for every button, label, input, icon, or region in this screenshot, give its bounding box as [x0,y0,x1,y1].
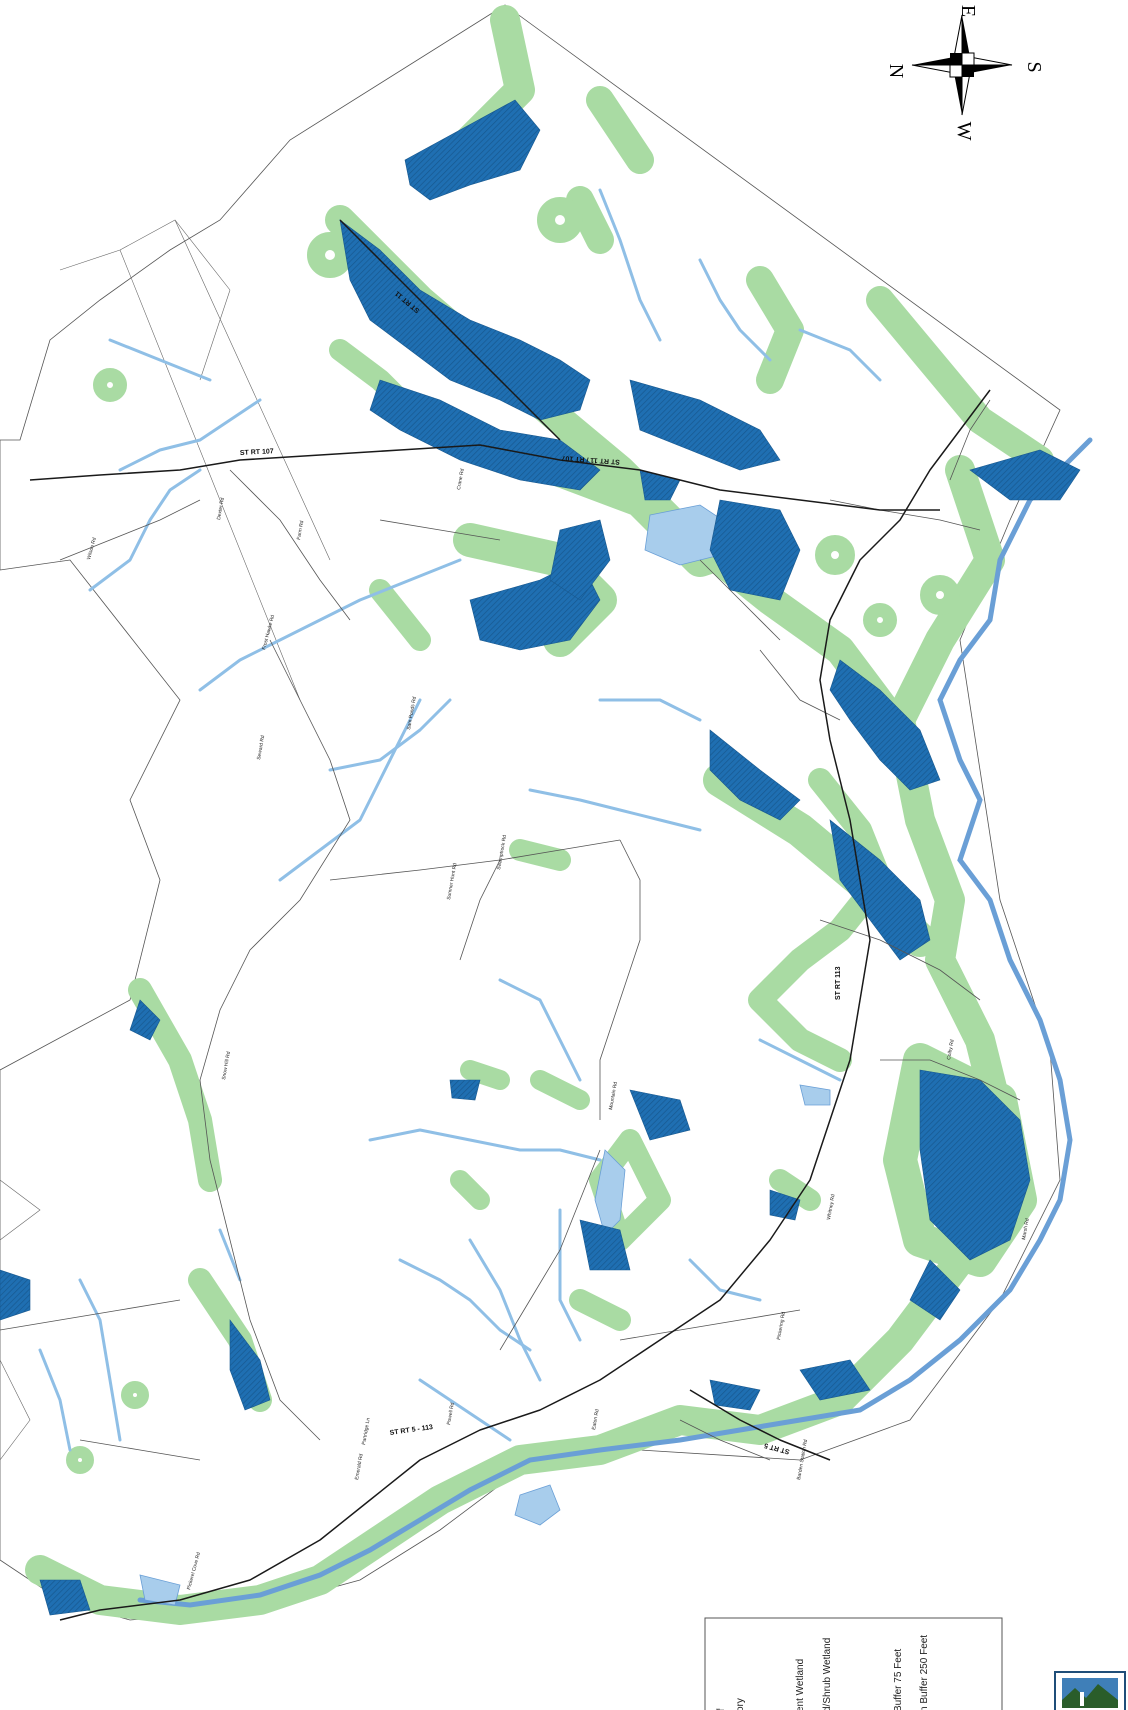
open-water [139,504,831,1606]
road-label: Colby Rd [946,1039,956,1061]
legend-item-buffer-250: n Buffer 250 Feet [919,1635,930,1710]
connecticut-river [137,437,1093,1608]
road-label: Whitney Rd [826,1194,836,1221]
road-label: Pickering Rd [776,1311,787,1340]
road-label: Powell Rd [446,1402,456,1425]
road-label: Emerald Rd [354,1453,365,1480]
map-legend: ory ent Wetland d/Shrub Wetland Buffer 7… [704,1617,1003,1710]
road-label: Dexter Rd [216,497,226,520]
town-logo [1054,1671,1126,1710]
highway-label: ST RT 113 [835,966,842,1000]
highway-label: ST RT 107 [240,448,274,457]
road-label: Wilson Rd [86,537,98,561]
road-label: Crane Rd [456,468,466,490]
road-label: Partridge Ln [361,1417,372,1445]
wetlands [0,99,1081,1616]
highway-label: ST RT 11 / RT 107 [561,454,620,465]
road-label: Farm Rd [296,520,305,540]
compass-south: S [1023,61,1045,72]
compass-east: E [957,5,979,17]
compass-north: N [885,64,907,78]
parcel-lines [0,219,331,1461]
road-label: Marsh Rd [1021,1218,1031,1241]
legend-item-category: ory [735,1698,746,1710]
compass-rose: N E S W [885,5,1045,141]
wetland-buffers [25,5,1054,1625]
road-label: Mountain Rd [608,1081,619,1110]
road-label: Eaton Rd [591,1409,601,1431]
legend-item-emergent-wetland: ent Wetland [795,1659,806,1710]
legend-item-scrub-shrub-wetland: d/Shrub Wetland [822,1638,833,1710]
town-boundary [0,4,1061,1621]
road-label: Seward Rd [256,735,266,761]
roads [0,399,1021,1461]
legend-item-partial: f [716,1708,727,1710]
streams [38,188,882,1452]
legend-item-buffer-75: Buffer 75 Feet [893,1649,904,1710]
highways [29,219,991,1621]
road-label: Snow Hill Rd [221,1051,232,1080]
road-label: Sam Ponds Rd [406,696,418,730]
compass-west: W [953,122,975,141]
